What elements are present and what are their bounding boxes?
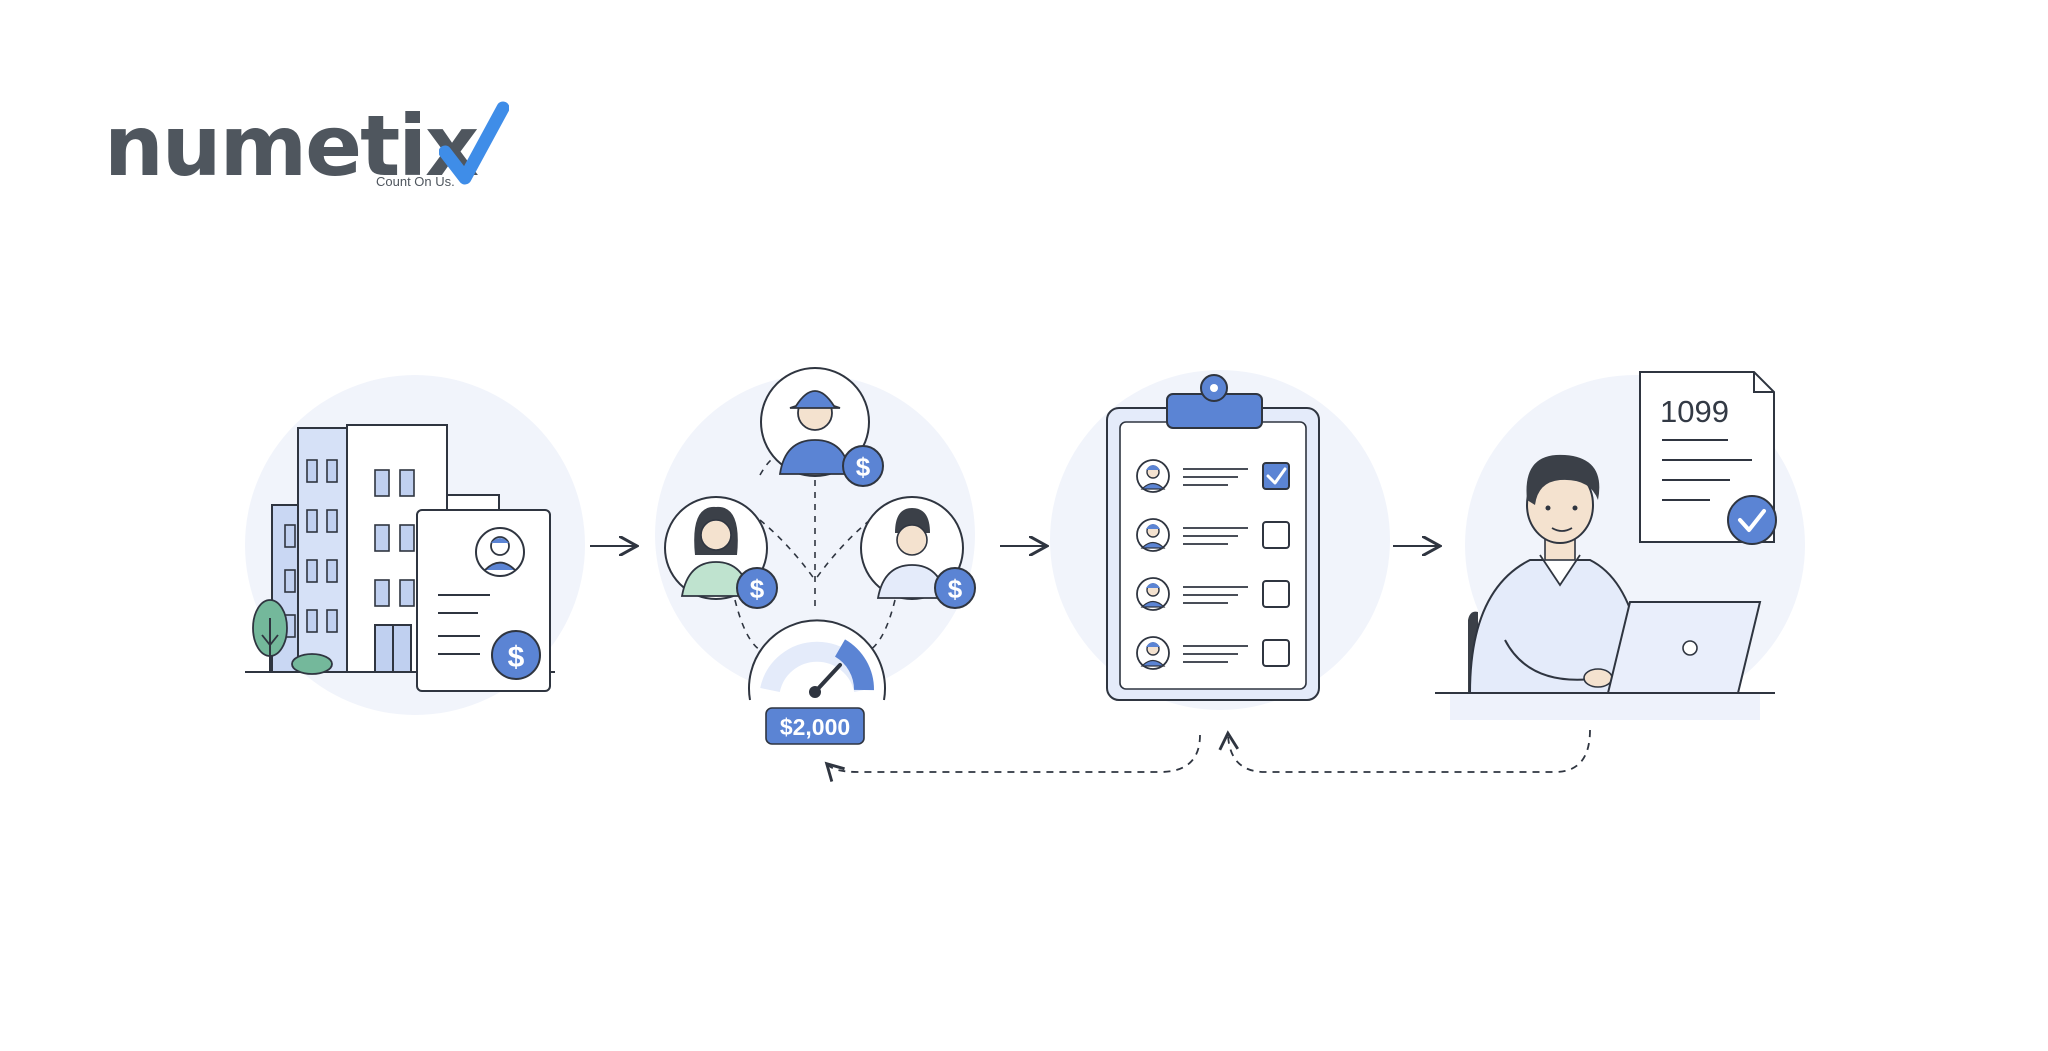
dollar-coin-icon: $: [491, 630, 541, 680]
tree-icon: [252, 599, 333, 675]
gauge-icon: $2,000: [748, 619, 886, 745]
logo-check-icon: [439, 101, 509, 185]
brand-logo: numetix Count On Us.: [104, 97, 509, 204]
checklist-row: [1136, 577, 1290, 611]
step-business: $: [245, 375, 585, 715]
form-label: 1099: [1660, 394, 1729, 429]
svg-text:$: $: [856, 452, 871, 482]
checklist: [1136, 459, 1290, 670]
check-badge-icon: [1727, 495, 1777, 545]
person-at-laptop-icon: [1468, 454, 1647, 694]
desk-shadow: [1450, 694, 1760, 720]
checkbox-icon: [1262, 639, 1290, 667]
checklist-row: [1136, 459, 1290, 493]
svg-text:$: $: [750, 574, 765, 604]
contractor-icon: $: [860, 496, 976, 609]
threshold-amount: $2,000: [780, 714, 850, 740]
step-checklist: [1050, 370, 1390, 710]
step-contractors: $ $ $ $2,000: [655, 367, 976, 745]
brand-name: numetix: [104, 97, 479, 195]
checkbox-icon: [1262, 462, 1290, 490]
invoice-icon: $: [416, 509, 551, 692]
brand-tagline: Count On Us.: [376, 174, 455, 189]
document-icon: 1099: [1639, 371, 1777, 545]
contractor-icon: $: [760, 367, 884, 487]
threshold-badge: [765, 707, 865, 745]
svg-text:$: $: [508, 641, 525, 674]
contractor-icon: $: [664, 496, 778, 609]
checkbox-icon: [1262, 580, 1290, 608]
step-filing: 1099: [1435, 371, 1805, 720]
checklist-row: [1136, 518, 1290, 552]
checklist-row: [1136, 636, 1290, 670]
check-icon: [1266, 467, 1287, 485]
step-background-circle: [655, 375, 975, 695]
dashed-return-arrow-icon: [824, 729, 1591, 782]
svg-text:$: $: [948, 574, 963, 604]
checkbox-icon: [1262, 521, 1290, 549]
